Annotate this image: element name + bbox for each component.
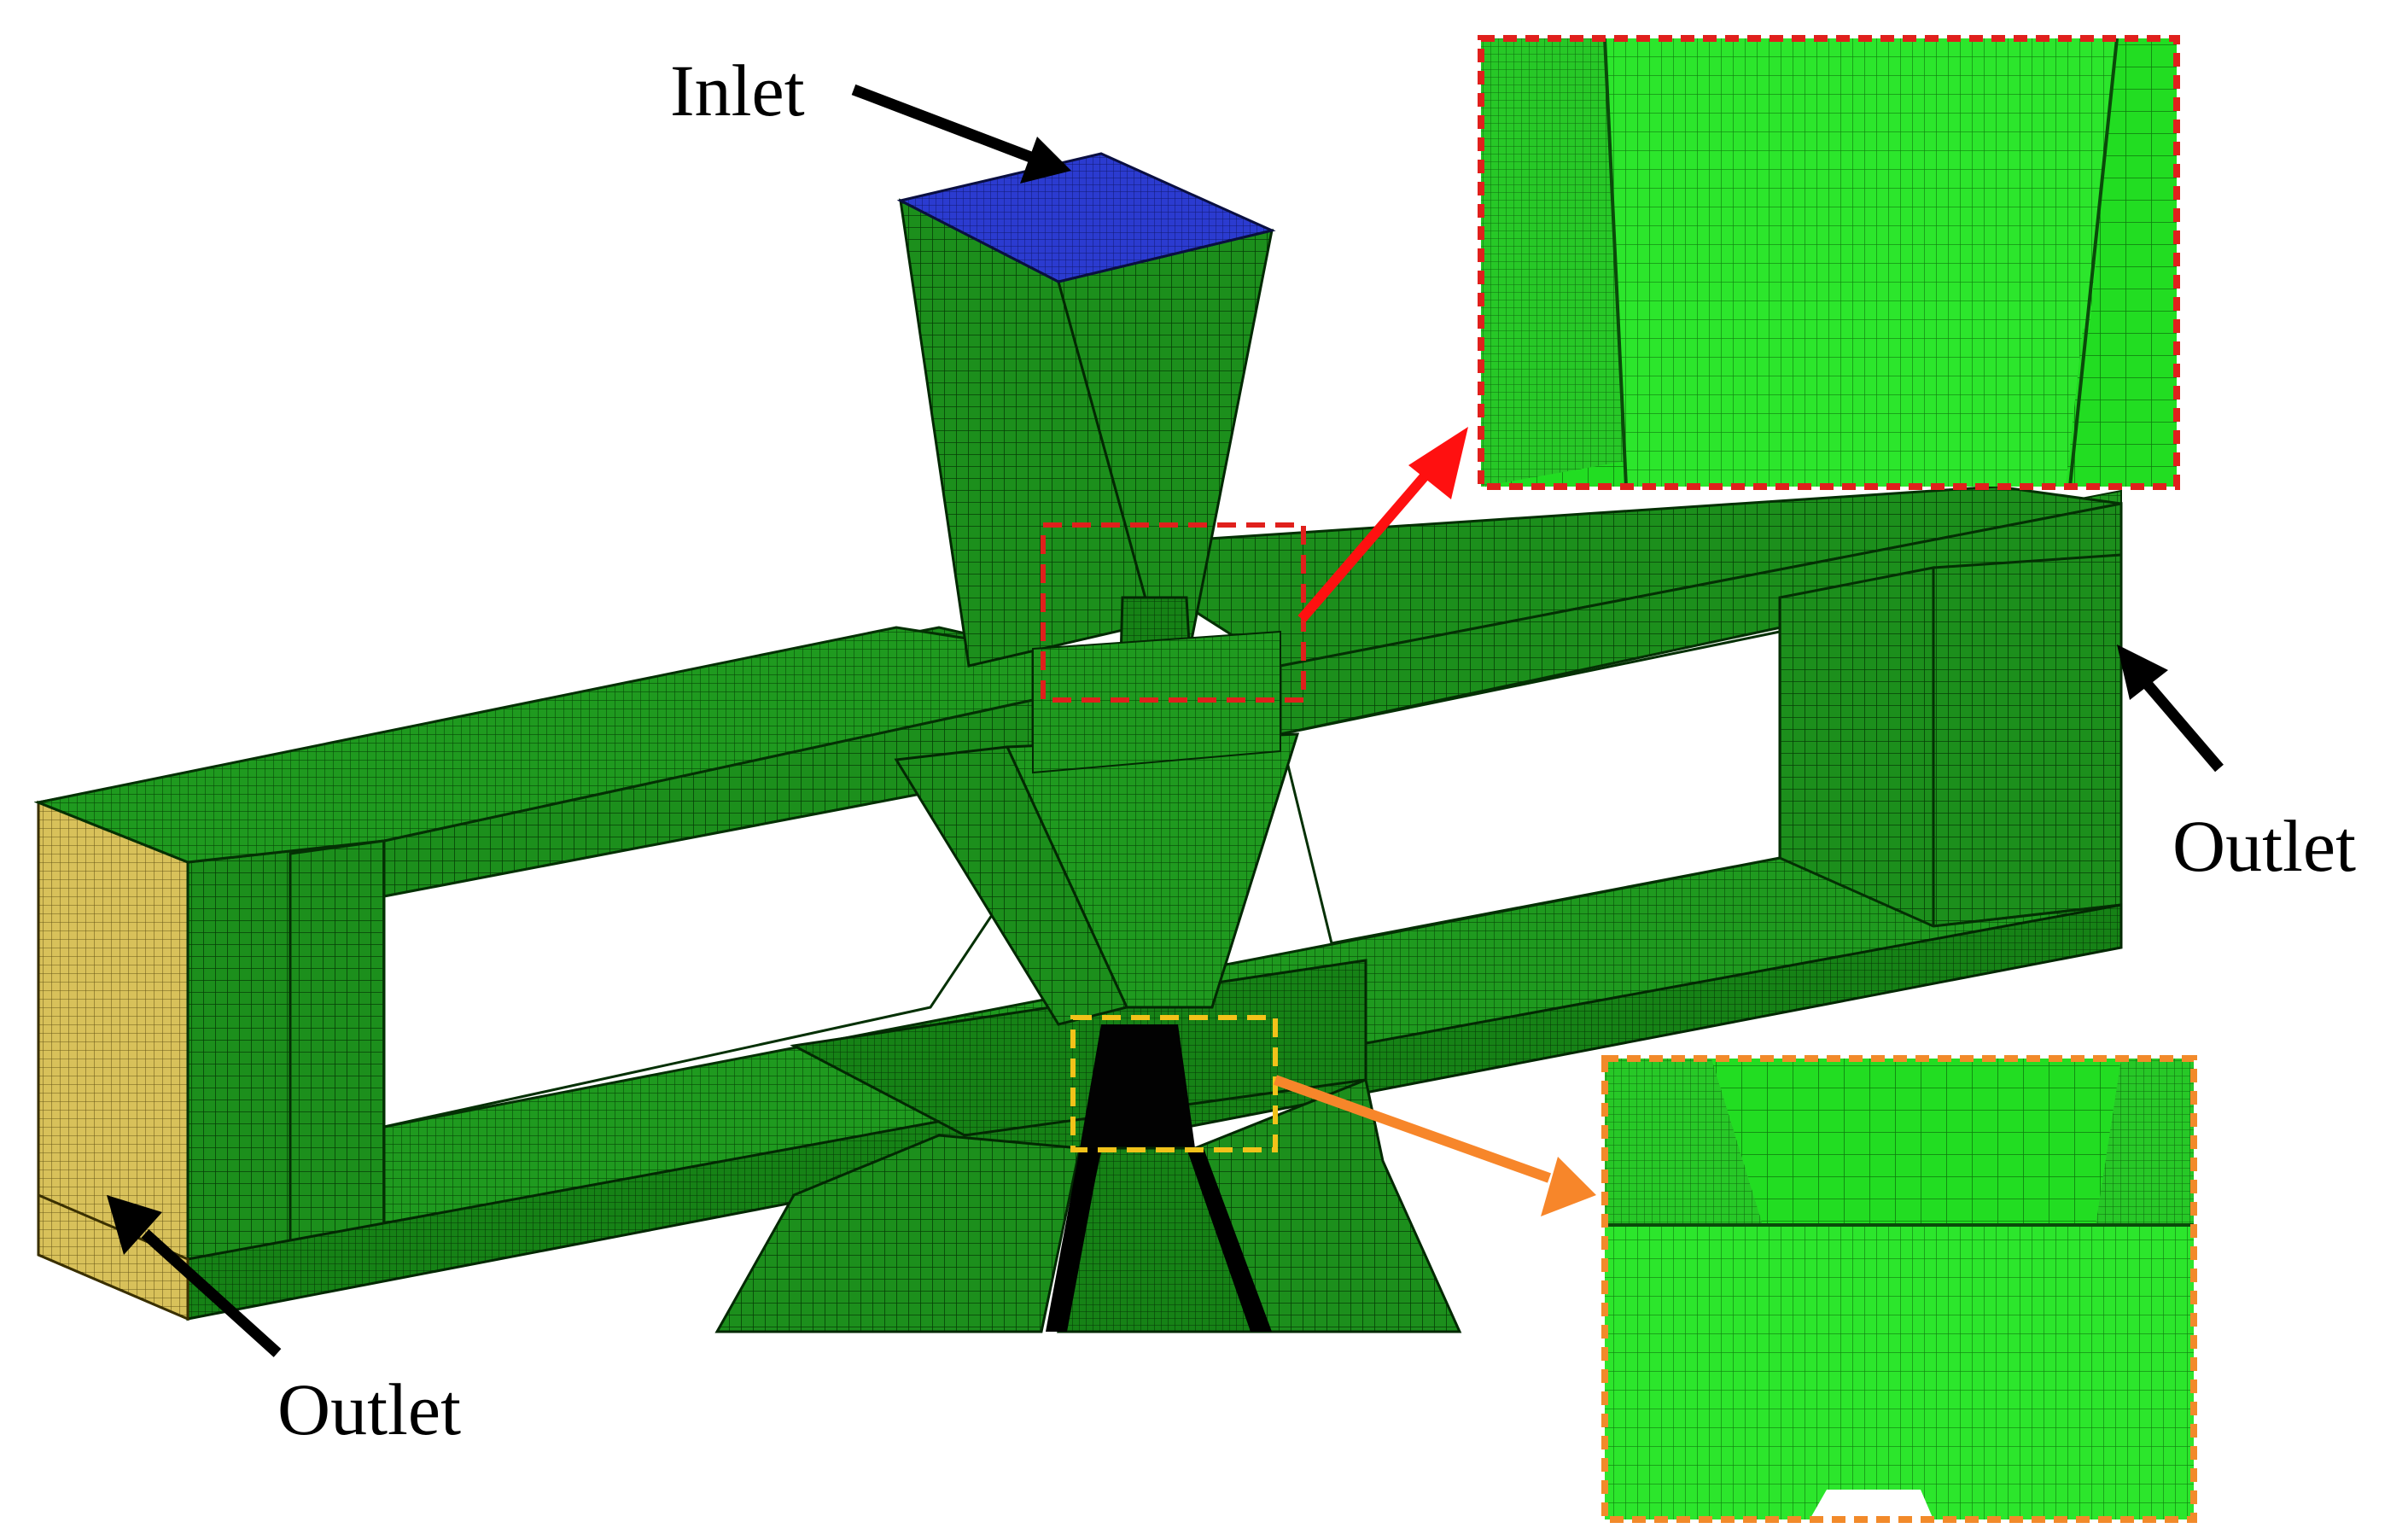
channel-mesh-body	[33, 152, 2123, 1333]
lower-gap-right	[1187, 1148, 1272, 1332]
central-funnel-lower-left	[894, 745, 1129, 1026]
left-pillar-front	[289, 839, 386, 1257]
lower-gap-left	[1046, 1148, 1101, 1332]
red-zoom-arrow	[1297, 427, 1468, 622]
outlet-right-arrow	[2117, 645, 2224, 773]
zoom-panel-bottom	[1601, 1055, 2197, 1523]
zoom-panel-bottom-border	[1601, 1055, 2197, 1523]
lower-leg-left	[714, 1134, 1082, 1333]
zoom-panel-top	[1478, 35, 2180, 490]
inlet-arrow	[851, 84, 1071, 184]
right-pillar-side	[1932, 553, 2123, 928]
zoom-region-red-box	[1041, 522, 1306, 703]
outlet-left-arrow	[107, 1195, 282, 1357]
outlet-right-label: Outlet	[2172, 805, 2356, 887]
inlet-label: Inlet	[670, 50, 805, 131]
outlet-left-label: Outlet	[277, 1368, 461, 1450]
zoom-panel-top-border	[1478, 35, 2180, 490]
channel-window-opening-right	[1279, 630, 1781, 945]
orange-zoom-arrow	[1273, 1075, 1596, 1216]
central-funnel-dark-core	[1080, 1024, 1195, 1148]
